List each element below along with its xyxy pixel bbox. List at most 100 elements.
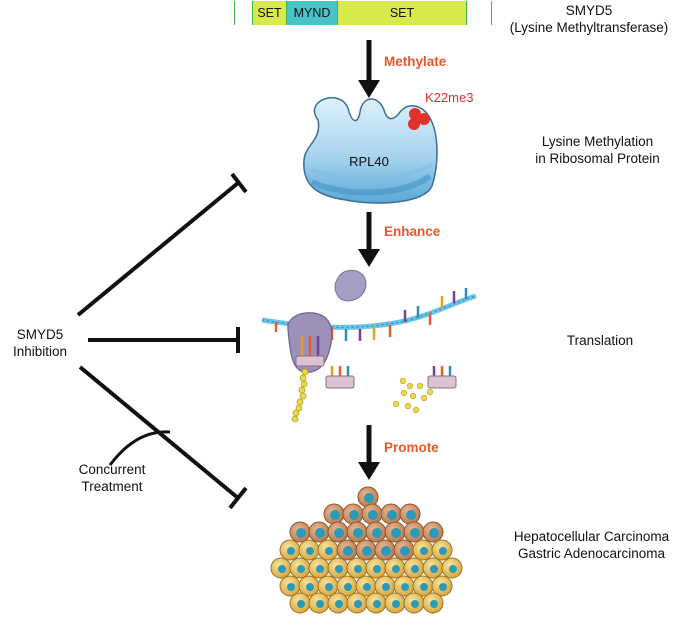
tumor-cell — [308, 521, 330, 543]
concurrent-treatment-label: Concurrent Treatment — [52, 461, 172, 495]
tumor-cell — [279, 575, 301, 597]
stage-methylation-line1: Lysine Methylation — [541, 134, 654, 149]
nucleus — [315, 528, 325, 538]
inhibit-methylation-line — [76, 172, 248, 317]
nucleus — [429, 528, 439, 538]
tumor-cell — [393, 539, 415, 561]
ribosome-small-subunit — [334, 269, 367, 302]
tumor-cell — [308, 592, 330, 614]
tumor-cell — [289, 592, 311, 614]
tumor-cell — [279, 539, 301, 561]
tumor-cell — [384, 592, 406, 614]
tumor-cell — [361, 503, 383, 525]
tumor-cell — [365, 557, 387, 579]
tumor-cell-cluster — [270, 486, 463, 614]
tumor-cell — [346, 592, 368, 614]
nucleus — [400, 546, 410, 556]
nucleus — [287, 547, 295, 555]
nucleus — [382, 583, 390, 591]
rpl40-protein — [303, 97, 438, 204]
stage-methylation-line2: in Ribosomal Protein — [535, 151, 660, 166]
tumor-cell — [327, 592, 349, 614]
nucleus — [392, 565, 400, 573]
k22me3-label: K22me3 — [425, 90, 473, 105]
stage-cancer-label: Hepatocellular Carcinoma Gastric Adenoca… — [498, 528, 685, 562]
nucleus — [325, 583, 333, 591]
tumor-cell — [327, 521, 349, 543]
nucleus — [411, 600, 419, 608]
nucleus — [373, 600, 381, 608]
step-methylate-label: Methylate — [384, 54, 447, 69]
nucleus — [420, 583, 428, 591]
arrow-methylate — [358, 40, 380, 98]
tumor-cell — [403, 592, 425, 614]
nucleus — [430, 565, 438, 573]
protein-name-line1: SMYD5 — [565, 3, 613, 18]
tumor-cell — [346, 521, 368, 543]
nucleus — [372, 528, 382, 538]
arrow-promote — [358, 425, 380, 480]
tumor-cell — [412, 539, 434, 561]
nucleus — [391, 528, 401, 538]
tumor-cell — [289, 557, 311, 579]
nucleus — [439, 547, 447, 555]
tumor-cell — [399, 503, 421, 525]
nucleus — [363, 583, 371, 591]
domain-mynd: MYND — [286, 1, 337, 25]
tumor-cell — [431, 575, 453, 597]
tumor-cell — [422, 521, 444, 543]
tumor-cell — [327, 557, 349, 579]
peptide-chain — [291, 368, 309, 423]
tumor-cell — [441, 557, 463, 579]
nucleus — [306, 583, 314, 591]
stage-cancer-line1: Hepatocellular Carcinoma — [513, 529, 670, 544]
amino-acid-dots — [392, 377, 434, 414]
nucleus — [381, 546, 391, 556]
tumor-cell — [357, 486, 379, 508]
nucleus — [411, 565, 419, 573]
nucleus — [449, 565, 457, 573]
nucleus — [392, 600, 400, 608]
nucleus — [420, 547, 428, 555]
protein-name-line2: (Lysine Methyltransferase) — [509, 20, 669, 35]
concurrent-line1: Concurrent — [78, 462, 146, 477]
nucleus — [401, 583, 409, 591]
tumor-cell — [412, 575, 434, 597]
tumor-cell — [403, 557, 425, 579]
inhibit-translation-line — [88, 327, 240, 353]
nucleus — [362, 546, 372, 556]
tumor-cell — [384, 521, 406, 543]
ribosome-icon — [287, 312, 333, 373]
concurrent-line2: Treatment — [81, 479, 143, 494]
tumor-cell — [380, 503, 402, 525]
step-promote-label: Promote — [384, 440, 439, 455]
tumor-cell — [365, 592, 387, 614]
tumor-cell — [317, 575, 339, 597]
tumor-cell — [384, 557, 406, 579]
nucleus — [335, 565, 343, 573]
tumor-cell — [308, 557, 330, 579]
trna-icon-2 — [427, 366, 457, 389]
tumor-cell — [346, 557, 368, 579]
inhibit-cancer-line — [78, 365, 248, 510]
nucleus — [296, 528, 306, 538]
nucleus — [316, 565, 324, 573]
nucleus — [349, 510, 359, 520]
nucleus — [387, 510, 397, 520]
rpl40-label: RPL40 — [349, 154, 389, 169]
tumor-cell — [317, 539, 339, 561]
tumor-cell — [422, 557, 444, 579]
nucleus — [373, 565, 381, 573]
domain-set-2: SET — [337, 1, 467, 25]
tumor-cell — [374, 539, 396, 561]
nucleus — [334, 528, 344, 538]
tumor-cell — [403, 521, 425, 543]
tumor-cell — [374, 575, 396, 597]
nucleus — [354, 600, 362, 608]
tumor-cell — [422, 592, 444, 614]
stage-translation-label: Translation — [566, 333, 634, 348]
nucleus — [278, 565, 286, 573]
nucleus — [297, 565, 305, 573]
nucleus — [406, 510, 416, 520]
